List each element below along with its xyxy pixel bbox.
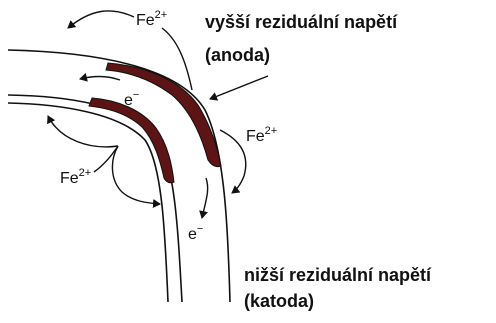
anode-label-line1: vyšší reziduální napětí — [205, 13, 397, 31]
arrow-fe-left-to-wall — [112, 146, 160, 204]
fe-ion-top-base: Fe — [136, 12, 155, 29]
fe-ion-right-charge: 2+ — [265, 125, 278, 137]
electron-top-base: e — [124, 92, 133, 109]
cathode-label-line1: nižší reziduální napětí — [244, 266, 431, 284]
electron-bottom-base: e — [188, 226, 197, 243]
arrow-electron-top — [80, 77, 120, 81]
arrow-electron-bottom — [202, 178, 208, 218]
fe-ion-left-base: Fe — [60, 170, 79, 187]
electron-top: e− — [124, 90, 139, 109]
electron-top-charge: − — [133, 89, 139, 101]
fe-ion-right-base: Fe — [246, 128, 265, 145]
cathode-deposit — [89, 98, 174, 183]
outer-wall-outer-edge — [8, 50, 230, 302]
fe-ion-left: Fe2+ — [60, 168, 91, 187]
anode-label-line2: (anoda) — [205, 46, 270, 64]
arrow-fe-left-up — [48, 116, 118, 147]
electron-bottom-charge: − — [197, 223, 203, 235]
arrow-anode-label-pointer — [210, 76, 268, 99]
electron-bottom: e− — [188, 224, 203, 243]
cathode-label-line2: (katoda) — [244, 292, 314, 310]
arrow-fe-top-to-left — [68, 11, 134, 28]
fe-ion-top-charge: 2+ — [155, 9, 168, 21]
fe-ion-right: Fe2+ — [246, 126, 277, 145]
arrow-fe-left-stem — [94, 146, 118, 172]
outer-wall-inner-edge — [8, 95, 182, 302]
fe-ion-left-charge: 2+ — [79, 167, 92, 179]
fe-ion-top: Fe2+ — [136, 10, 167, 29]
